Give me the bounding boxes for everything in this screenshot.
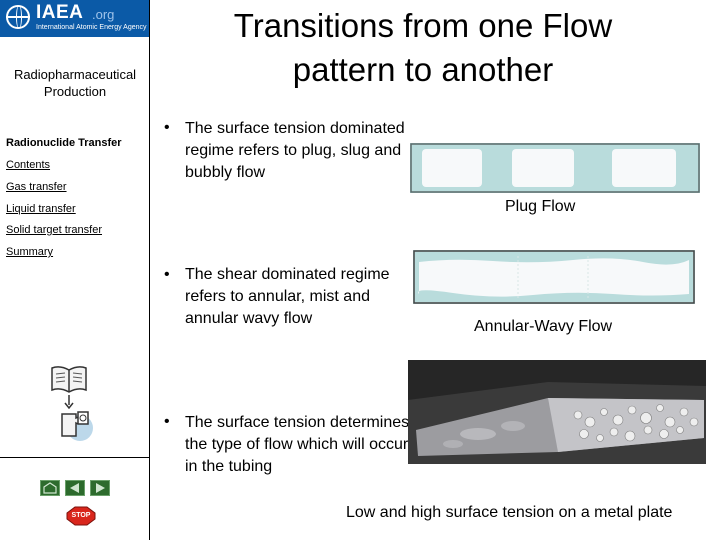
back-button[interactable] bbox=[65, 480, 85, 496]
iaea-logo: IAEA .org International Atomic Energy Ag… bbox=[0, 0, 150, 37]
back-arrow-icon bbox=[70, 483, 79, 493]
bullet-text-surface-tension-regime: The surface tension dominated regime ref… bbox=[185, 120, 405, 181]
down-arrow-icon bbox=[64, 395, 74, 409]
annular-wavy-flow-image bbox=[413, 250, 695, 304]
plug-flow-caption: Plug Flow bbox=[505, 198, 576, 215]
plug-flow-image bbox=[410, 143, 700, 193]
metal-plate-photo bbox=[408, 360, 706, 464]
home-button[interactable] bbox=[40, 480, 60, 496]
section-title: Radiopharmaceutical Production bbox=[13, 67, 137, 99]
metal-plate-caption: Low and high surface tension on a metal … bbox=[346, 504, 673, 521]
logo-name: IAEA bbox=[36, 2, 84, 23]
module-title: Radionuclide Transfer bbox=[6, 137, 122, 149]
nav-link-liquid-transfer[interactable]: Liquid transfer bbox=[6, 203, 76, 215]
page-title: Transitions from one Flow pattern to ano… bbox=[233, 7, 613, 88]
bullet-text-flow-type: The surface tension determines the type … bbox=[185, 414, 410, 475]
bullet-marker: • bbox=[164, 119, 170, 136]
nav-link-gas-transfer[interactable]: Gas transfer bbox=[6, 181, 67, 193]
forward-arrow-icon bbox=[96, 483, 105, 493]
annular-wavy-flow-caption: Annular-Wavy Flow bbox=[474, 318, 613, 335]
sidebar-divider bbox=[149, 0, 150, 540]
sidebar-rule bbox=[0, 457, 150, 458]
bullet-text-shear-regime: The shear dominated regime refers to ann… bbox=[185, 266, 390, 327]
nav-link-contents[interactable]: Contents bbox=[6, 159, 51, 171]
bullet-marker: • bbox=[164, 413, 170, 430]
globe-icon bbox=[6, 5, 30, 29]
forward-button[interactable] bbox=[90, 480, 110, 496]
logo-org: .org bbox=[92, 7, 115, 22]
stop-label: STOP bbox=[71, 512, 91, 519]
home-icon bbox=[43, 482, 57, 494]
book-icon[interactable] bbox=[50, 364, 88, 394]
stop-icon bbox=[66, 506, 96, 526]
stop-button[interactable]: STOP bbox=[66, 506, 96, 526]
puzzle-icon[interactable] bbox=[58, 408, 96, 442]
nav-link-solid-target-transfer[interactable]: Solid target transfer bbox=[6, 224, 102, 236]
bullet-marker: • bbox=[164, 266, 170, 283]
logo-subtitle: International Atomic Energy Agency bbox=[36, 24, 147, 31]
nav-link-summary[interactable]: Summary bbox=[6, 246, 54, 258]
